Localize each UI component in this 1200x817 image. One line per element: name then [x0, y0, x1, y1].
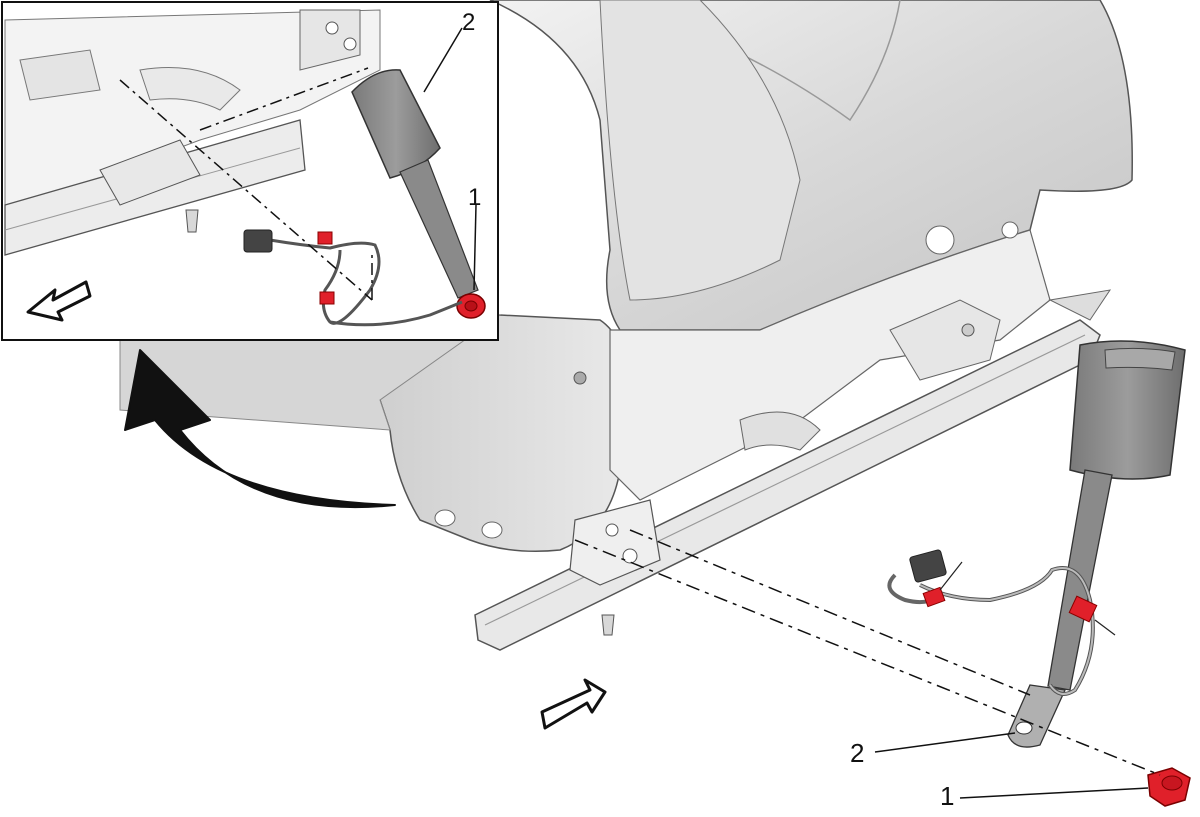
clip-leader	[939, 561, 963, 591]
buckle-release	[1104, 347, 1176, 371]
inset-wire-harness	[243, 229, 463, 327]
inset-leader-line	[473, 204, 477, 291]
seat-frame	[609, 229, 1051, 501]
callout-label-anchor: 2	[850, 738, 864, 768]
leader-line	[874, 732, 1016, 753]
inset-bracket	[99, 139, 201, 206]
forward-arrow-icon	[26, 280, 92, 322]
clip-leader	[1094, 619, 1116, 636]
inset-frame-hole	[343, 37, 357, 51]
inset-callout-label-bolt: 1	[468, 184, 481, 211]
callout-group-main: 2 1	[850, 732, 1149, 811]
side-cover-hole	[434, 509, 456, 527]
harness-clip	[1068, 595, 1098, 623]
wire-harness	[887, 549, 1116, 696]
alignment-lines	[574, 529, 1161, 776]
inset-harness-clip	[319, 291, 335, 305]
curved-arrow-icon	[124, 349, 396, 509]
rail-end	[1048, 289, 1112, 321]
side-cover-hole	[481, 521, 503, 539]
inset-harness-clip	[317, 231, 333, 245]
inset-leader-line	[423, 27, 463, 93]
leader-line	[959, 787, 1149, 799]
harness-connector	[909, 549, 947, 583]
inset-frame-detail	[139, 67, 241, 111]
frame-hole	[1001, 221, 1019, 239]
rail-hole	[605, 523, 619, 537]
inset-callout-label-buckle: 2	[462, 9, 475, 36]
frame-bracket	[889, 299, 1001, 381]
inset-bracket	[299, 9, 361, 71]
seat-bolster	[599, 0, 801, 301]
seat-assembly	[119, 0, 1133, 651]
frame-hole	[925, 225, 955, 255]
rail-hole	[622, 548, 638, 564]
inset-harness-connector	[243, 229, 273, 253]
frame-bolt	[961, 323, 975, 337]
frame-lever	[739, 411, 821, 451]
forward-arrow-icon	[540, 678, 607, 730]
inset-frame-hole	[325, 21, 339, 35]
callout-label-bolt: 1	[940, 781, 954, 811]
inset-frame-detail	[19, 49, 101, 101]
anchor-plate	[1007, 684, 1066, 748]
inset-buckle-stalk	[399, 159, 479, 299]
inset-stud	[185, 209, 199, 233]
inset-bolt	[456, 293, 486, 319]
harness-clip	[922, 586, 946, 608]
inset-seat-belt-buckle	[351, 69, 479, 299]
anchor-hole	[1015, 721, 1033, 735]
seat-rail-bracket	[569, 499, 661, 586]
seat-belt-buckle	[1007, 340, 1186, 748]
inset-view: 2 1	[1, 1, 499, 341]
bolt	[1147, 767, 1191, 807]
side-cover-screw	[573, 371, 587, 385]
inset-alignment-lines	[119, 67, 373, 301]
rail-stud	[601, 614, 615, 636]
